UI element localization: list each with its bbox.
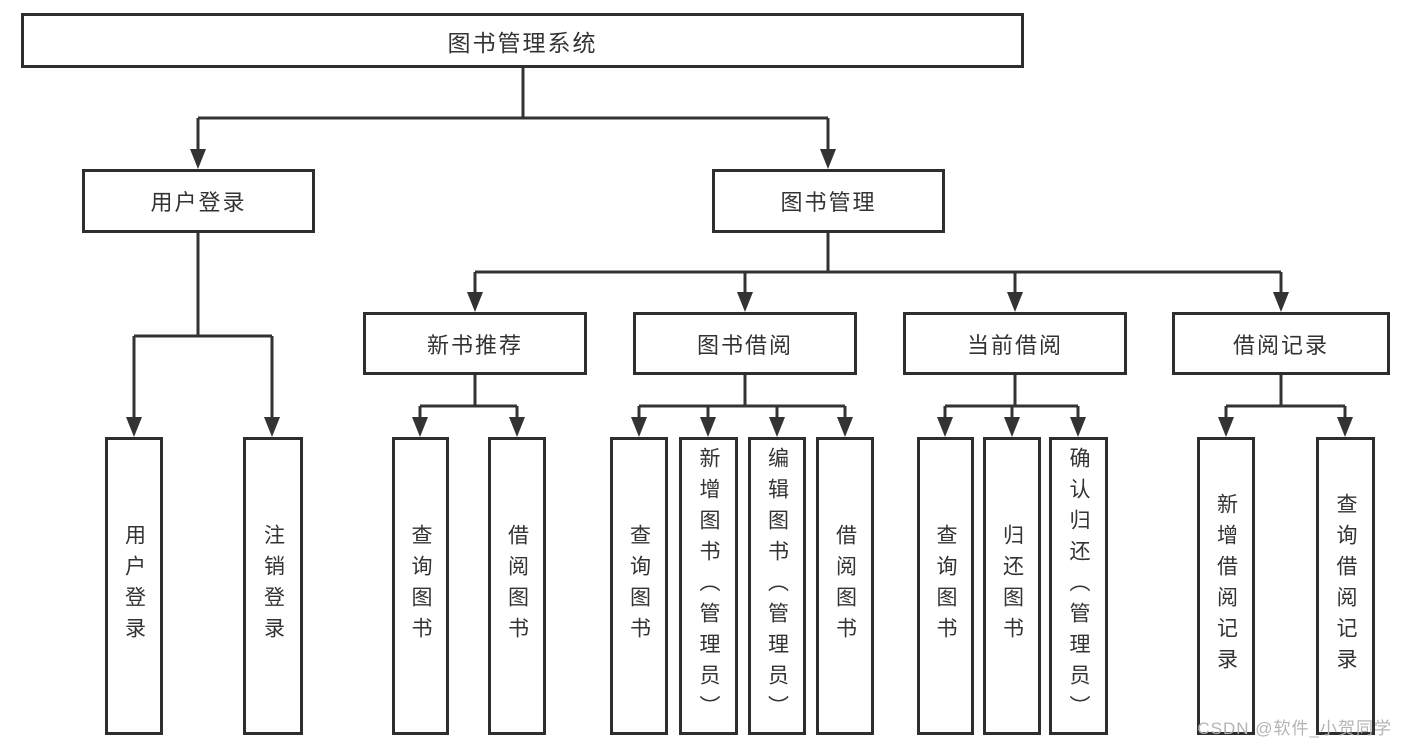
leaf-confirm-return-admin: 确认归还（管理员） — [1049, 437, 1108, 735]
node-label: 用户登录 — [122, 524, 146, 648]
leaf-query-books-borrow: 查询图书 — [610, 437, 668, 735]
node-label: 确认归还（管理员） — [1067, 446, 1090, 726]
leaf-query-books-current: 查询图书 — [917, 437, 974, 735]
node-borrow-records: 借阅记录 — [1172, 312, 1390, 375]
node-label: 归还图书 — [1000, 524, 1024, 648]
leaf-user-login: 用户登录 — [105, 437, 163, 735]
node-label: 图书管理 — [780, 190, 877, 215]
leaf-query-books-recommend: 查询图书 — [392, 437, 449, 735]
leaf-add-borrow-record: 新增借阅记录 — [1197, 437, 1255, 735]
node-label: 当前借阅 — [966, 332, 1063, 358]
leaf-borrow-books: 借阅图书 — [816, 437, 874, 735]
leaf-logout: 注销登录 — [243, 437, 303, 735]
node-label: 借阅图书 — [505, 524, 529, 648]
node-label: 借阅图书 — [833, 524, 857, 648]
node-book-borrow: 图书借阅 — [633, 312, 857, 375]
node-label: 借阅记录 — [1232, 332, 1329, 358]
leaf-return-books: 归还图书 — [983, 437, 1041, 735]
node-label: 查询图书 — [627, 524, 651, 648]
leaf-add-books-admin: 新增图书（管理员） — [679, 437, 738, 735]
node-label: 新书推荐 — [426, 332, 523, 358]
watermark-text: CSDN @软件_小贺同学 — [1197, 719, 1392, 738]
node-user-login: 用户登录 — [82, 169, 315, 233]
node-label: 图书借阅 — [696, 332, 793, 358]
node-new-book-recommend: 新书推荐 — [363, 312, 587, 375]
node-label: 用户登录 — [150, 190, 247, 215]
node-label: 图书管理系统 — [447, 29, 598, 56]
node-label: 新增图书（管理员） — [697, 446, 720, 726]
node-current-borrow: 当前借阅 — [903, 312, 1127, 375]
node-label: 注销登录 — [261, 524, 285, 648]
leaf-borrow-books-recommend: 借阅图书 — [488, 437, 546, 735]
node-label: 查询图书 — [934, 524, 957, 648]
arrowheads — [126, 149, 1353, 437]
node-label: 编辑图书（管理员） — [765, 446, 789, 726]
leaf-edit-books-admin: 编辑图书（管理员） — [748, 437, 806, 735]
node-label: 查询图书 — [409, 524, 432, 648]
node-book-management-system: 图书管理系统 — [21, 13, 1024, 68]
node-label: 新增借阅记录 — [1214, 493, 1238, 679]
node-label: 查询借阅记录 — [1334, 493, 1357, 679]
leaf-query-borrow-record: 查询借阅记录 — [1316, 437, 1375, 735]
node-book-management: 图书管理 — [712, 169, 945, 233]
